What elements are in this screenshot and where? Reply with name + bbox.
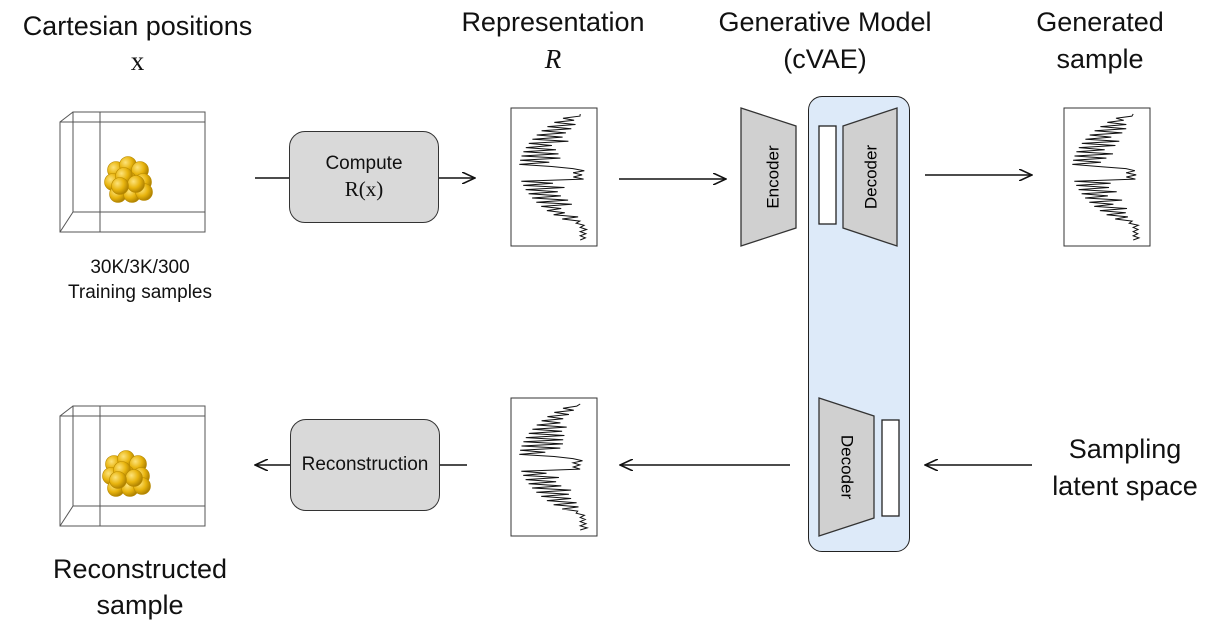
decoder-label: Decoder	[861, 145, 880, 210]
atom-cluster	[104, 156, 153, 203]
compute-representation-box: Compute R(x)	[289, 131, 439, 223]
encoder-trapezoid	[740, 107, 797, 247]
representation-symbol: R	[544, 44, 562, 74]
latent-vector-top	[818, 125, 837, 225]
representation-plot	[510, 107, 598, 247]
representation-title: Representation	[461, 7, 645, 37]
generative-model-title: Generative Model	[718, 7, 932, 37]
latent-vector-bottom	[881, 419, 900, 517]
decoder-trapezoid	[842, 107, 898, 247]
encoder-label: Encoder	[763, 145, 782, 209]
reconstructed-sample-title-line2: sample	[96, 590, 184, 620]
generative-model-subtitle: (cVAE)	[783, 44, 867, 74]
atom	[127, 175, 145, 193]
cartesian-symbol: x	[130, 46, 145, 76]
atom	[111, 177, 129, 195]
reconstruction-box: Reconstruction	[290, 419, 440, 511]
training-count: 30K/3K/300	[90, 257, 190, 278]
cartesian-cube	[59, 111, 206, 233]
sampling-latent-title-line2: latent space	[1052, 471, 1198, 501]
cartesian-positions-title: Cartesian positions	[22, 11, 253, 41]
reconstructed-representation-plot	[510, 397, 598, 537]
generated-sample-title-line2: sample	[1056, 44, 1144, 74]
generated-sample-plot	[1063, 107, 1151, 247]
reconstructed-cube	[59, 405, 206, 527]
atom	[109, 471, 127, 489]
reconstruction-label: Reconstruction	[301, 454, 429, 475]
reconstructed-sample-title-line1: Reconstructed	[52, 554, 228, 584]
compute-label: Compute	[325, 153, 403, 174]
generated-sample-title-line1: Generated	[1036, 7, 1164, 37]
compute-formula: R(x)	[344, 177, 384, 201]
reconstructed-atom-cluster	[102, 450, 151, 497]
decoder-bottom-label: Decoder	[838, 435, 857, 500]
decoder-bottom-trapezoid	[818, 397, 875, 537]
sampling-latent-title-line1: Sampling	[1068, 434, 1182, 464]
training-samples-label: Training samples	[68, 282, 212, 303]
atom	[125, 469, 143, 487]
